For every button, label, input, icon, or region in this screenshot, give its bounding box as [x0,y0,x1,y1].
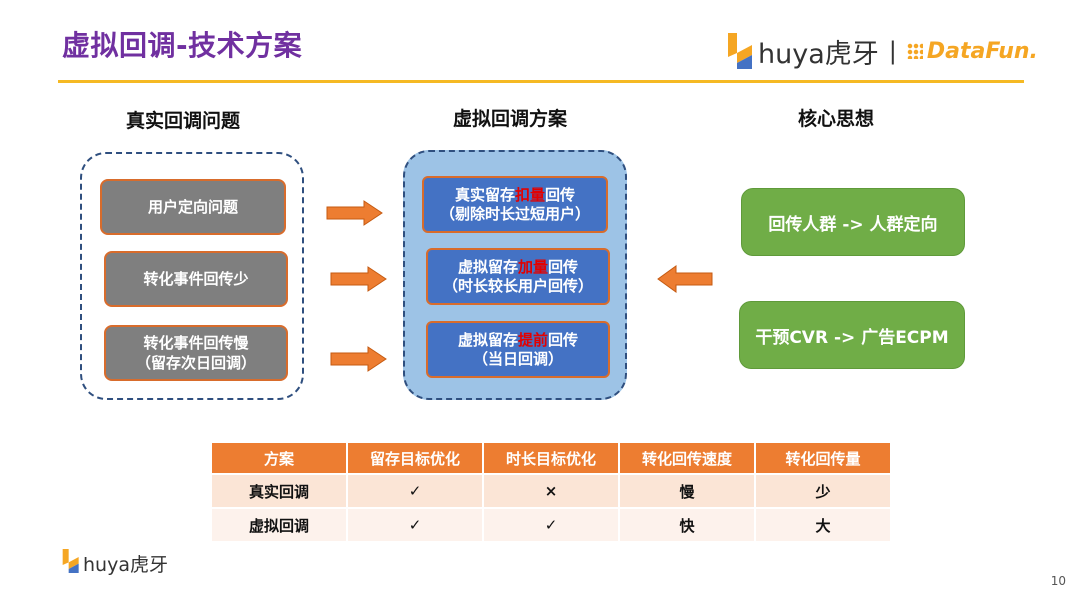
table-cell-plan: 真实回调 [212,475,346,507]
cross-icon: × [484,475,618,507]
problem-box-targeting: 用户定向问题 [100,179,286,235]
table-header: 转化回传速度 [620,443,754,473]
huya-logo-icon [724,31,754,71]
solution-title: 虚拟留存加量回传 [457,257,579,276]
idea-label: 回传人群 -> 人群定向 [768,214,938,235]
arrow-right-icon [330,266,387,292]
solution-box-virtual-early: 虚拟留存提前回传 （当日回调） [426,321,610,378]
arrow-right-icon [330,346,387,372]
table-cell-volume: 大 [756,509,890,541]
table-row: 虚拟回调 ✓ ✓ 快 大 [212,509,890,541]
check-icon: ✓ [348,509,482,541]
table-cell-volume: 少 [756,475,890,507]
problem-label: 转化事件回传少 [143,270,249,288]
solution-highlight: 扣量 [514,185,545,204]
table-cell-plan: 虚拟回调 [212,509,346,541]
table-header: 方案 [212,443,346,473]
slide-title: 虚拟回调-技术方案 [62,29,303,62]
datafun-brand-text: DataFun. [926,38,1038,64]
problem-note: （留存次日回调） [135,354,256,372]
column-heading-ideas: 核心思想 [798,108,875,130]
arrow-left-icon [657,265,713,293]
huya-logo-icon [60,547,80,579]
brand-separator: | [888,37,897,65]
solution-highlight: 提前 [517,330,548,349]
check-icon: ✓ [348,475,482,507]
idea-label: 干预CVR -> 广告ECPM [755,327,949,348]
table-row: 真实回调 ✓ × 慢 少 [212,475,890,507]
check-icon: ✓ [484,509,618,541]
table-header: 时长目标优化 [484,443,618,473]
solution-note: （当日回调） [472,349,563,368]
problem-box-slow-conversions: 转化事件回传慢 （留存次日回调） [104,325,288,381]
problem-box-few-conversions: 转化事件回传少 [104,251,288,307]
header-brand: huya虎牙 | DataFun. [724,30,1038,72]
table-header: 留存目标优化 [348,443,482,473]
problem-label: 转化事件回传慢 [143,334,249,352]
footer-brand: huya虎牙 [60,548,168,578]
page-number: 10 [1050,574,1066,588]
huya-brand-text: huya虎牙 [758,38,879,70]
solution-box-real-deduct: 真实留存扣量回传 （剔除时长过短用户） [422,176,608,233]
idea-box-crowd: 回传人群 -> 人群定向 [741,188,965,256]
title-divider [58,80,1024,83]
solution-highlight: 加量 [517,257,548,276]
footer-brand-text: huya虎牙 [83,553,168,576]
solution-note: （剔除时长过短用户） [439,204,590,223]
solution-title: 真实留存扣量回传 [454,185,576,204]
column-heading-solutions: 虚拟回调方案 [453,108,568,130]
table-header: 转化回传量 [756,443,890,473]
problem-label: 用户定向问题 [147,198,238,216]
problems-frame [80,152,304,400]
table-cell-speed: 慢 [620,475,754,507]
table-cell-speed: 快 [620,509,754,541]
solution-title: 虚拟留存提前回传 [457,330,579,349]
comparison-table: 方案 留存目标优化 时长目标优化 转化回传速度 转化回传量 真实回调 ✓ × 慢… [210,441,892,543]
datafun-dots-icon [906,43,923,59]
arrow-right-icon [326,200,383,226]
solution-box-virtual-add: 虚拟留存加量回传 （时长较长用户回传） [426,248,610,305]
solution-note: （时长较长用户回传） [442,276,593,295]
column-heading-problems: 真实回调问题 [126,110,241,132]
idea-box-cvr: 干预CVR -> 广告ECPM [739,301,965,369]
table-header-row: 方案 留存目标优化 时长目标优化 转化回传速度 转化回传量 [212,443,890,473]
